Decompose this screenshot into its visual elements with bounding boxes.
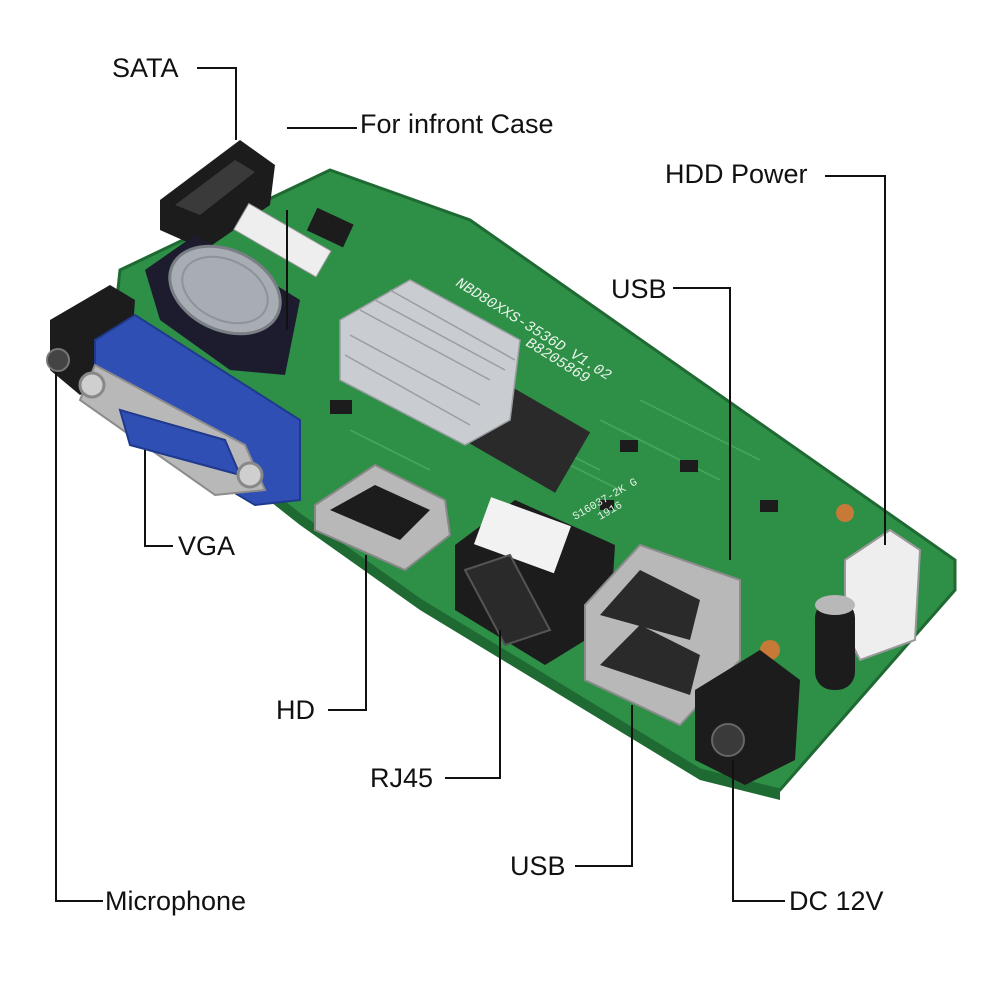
dc-jack — [695, 650, 800, 785]
leader-usb-top — [673, 287, 731, 560]
heatsink — [339, 279, 521, 446]
leader-vga — [144, 450, 173, 547]
label-usb-top: USB — [611, 274, 667, 304]
leader-usb-bottom — [575, 705, 633, 867]
label-rj45: RJ45 — [370, 763, 434, 793]
label-hdd-power: HDD Power — [665, 159, 808, 189]
capacitor — [815, 595, 855, 690]
leader-microphone — [55, 372, 103, 902]
vga-connector — [78, 313, 301, 507]
leader-hdd-power — [825, 175, 886, 545]
leader-rj45 — [445, 630, 501, 779]
label-vga: VGA — [178, 531, 236, 561]
leader-lines — [55, 67, 886, 902]
battery-holder — [145, 235, 300, 375]
label-hd: HD — [276, 695, 315, 725]
leader-sata — [197, 67, 237, 140]
sata-connector — [160, 140, 275, 250]
label-microphone: Microphone — [105, 886, 247, 916]
label-front-case: For infront Case — [360, 109, 554, 139]
label-usb-bottom: USB — [510, 851, 566, 881]
leader-hd — [328, 555, 367, 711]
hdmi-port — [314, 463, 452, 572]
usb-ports — [584, 543, 741, 727]
front-case-connector — [233, 202, 332, 278]
label-dc12v: DC 12V — [789, 886, 884, 916]
leader-dc12v — [732, 760, 785, 902]
label-sata: SATA — [112, 53, 179, 83]
